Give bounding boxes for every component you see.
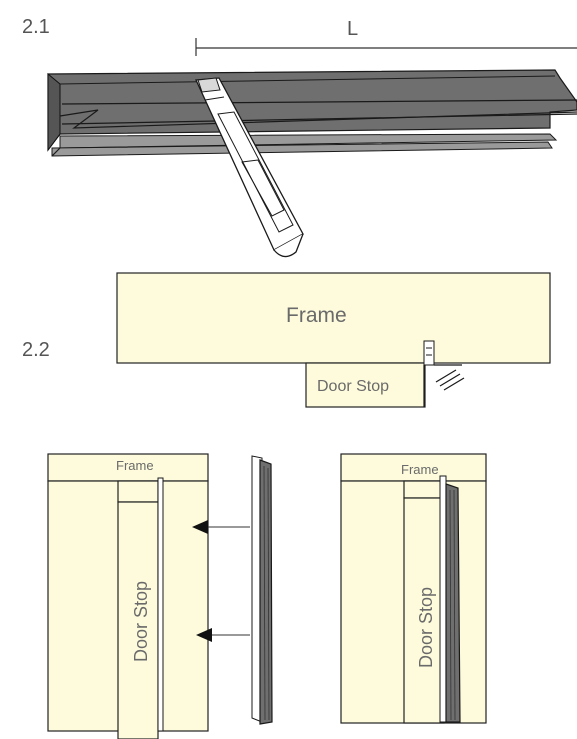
door-stop-label-left: Door Stop (131, 581, 151, 662)
door-stop-label-top: Door Stop (317, 378, 389, 395)
frame-assembly-left (47, 453, 209, 739)
frame-block-top (116, 272, 551, 364)
insert-arrow-lower (196, 628, 250, 642)
frame-label-top: Frame (286, 304, 347, 327)
insert-arrow-upper (192, 520, 250, 534)
step-2-2-label: 2.2 (22, 339, 50, 361)
length-label: L (347, 18, 358, 40)
frame-label-right: Frame (401, 462, 439, 477)
door-stop-label-right: Door Stop (416, 587, 436, 668)
frame-assembly-right (340, 453, 487, 724)
utility-knife-icon (195, 77, 304, 258)
length-dimension (195, 38, 577, 56)
frame-label-left: Frame (116, 458, 154, 473)
step-2-1-label: 2.1 (22, 16, 50, 38)
seal-profile (47, 69, 577, 157)
seal-strip-loose (251, 455, 273, 725)
seal-cross-section (423, 340, 465, 407)
door-stop-block-top (305, 362, 426, 408)
seal-strip-installed (439, 475, 461, 723)
